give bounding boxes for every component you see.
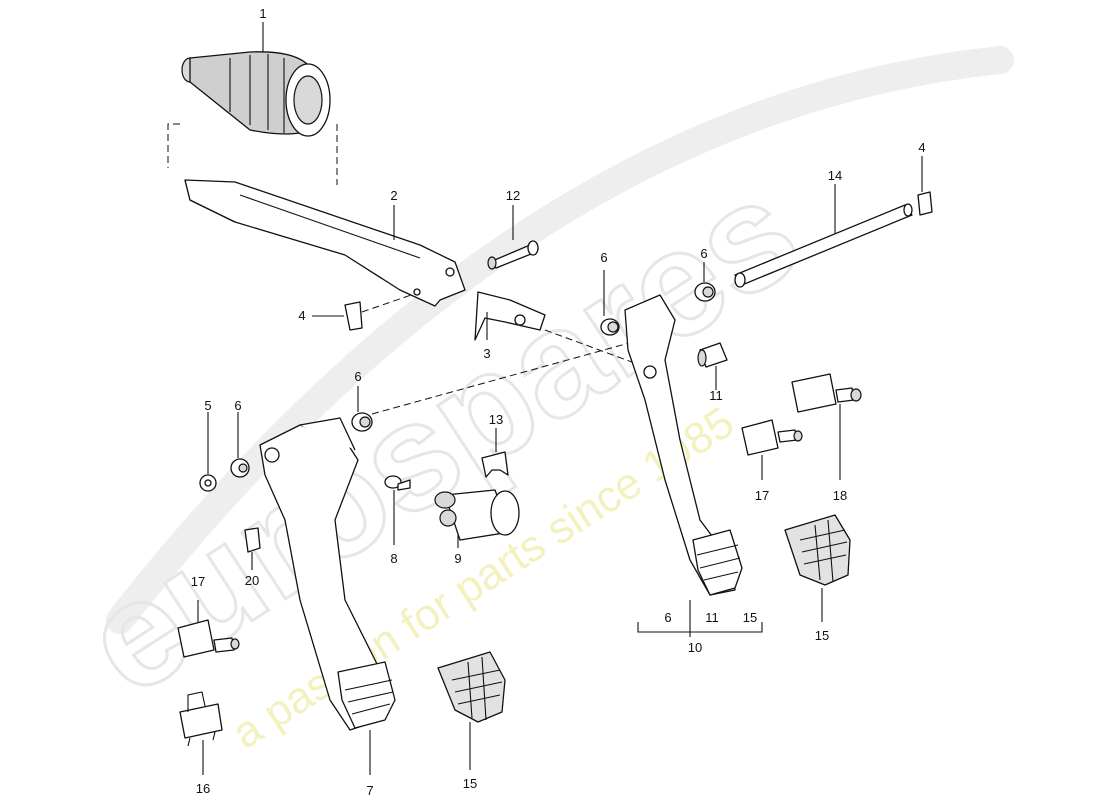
- watermark-swoosh: [106, 46, 1014, 634]
- callout-4b: 4: [918, 140, 925, 155]
- assembly-10-item-6: 6: [664, 610, 671, 625]
- callout-8: 8: [390, 551, 397, 566]
- callout-12: 12: [506, 188, 520, 203]
- part-6-bushing-b[interactable]: [694, 282, 716, 302]
- callout-6d: 6: [234, 398, 241, 413]
- part-13-clip[interactable]: [481, 451, 509, 478]
- callout-18: 18: [833, 488, 847, 503]
- callout-10: 10: [688, 640, 702, 655]
- part-6-bushing-c[interactable]: [351, 412, 373, 432]
- part-8-bolt[interactable]: [384, 475, 411, 491]
- callout-20: 20: [245, 573, 259, 588]
- callout-6c: 6: [354, 369, 361, 384]
- callout-2: 2: [390, 188, 397, 203]
- assembly-10-item-15: 15: [743, 610, 757, 625]
- callout-16: 16: [196, 781, 210, 796]
- dash-4a: [361, 293, 415, 313]
- callout-6b: 6: [700, 246, 707, 261]
- callout-15a: 15: [815, 628, 829, 643]
- callout-11: 11: [709, 388, 723, 403]
- callout-1: 1: [259, 6, 266, 21]
- part-3-bracket[interactable]: [474, 291, 546, 341]
- callout-4a: 4: [298, 308, 305, 323]
- part-15-pad-left[interactable]: [437, 651, 506, 723]
- callout-14: 14: [828, 168, 842, 183]
- dash-centerline: [371, 339, 641, 415]
- part-17-switch-left[interactable]: [177, 619, 240, 658]
- part-1-boot[interactable]: [181, 51, 331, 137]
- callout-9: 9: [454, 551, 461, 566]
- callout-6a: 6: [600, 250, 607, 265]
- assembly-10-bracket: 6 11 15 10: [637, 600, 763, 655]
- group-bracket-1: [167, 123, 338, 185]
- callout-15b: 15: [463, 776, 477, 791]
- callout-5: 5: [204, 398, 211, 413]
- part-4-clip-right[interactable]: [917, 191, 933, 216]
- callout-3: 3: [483, 346, 490, 361]
- part-17-switch-right[interactable]: [741, 419, 803, 456]
- assembly-10-item-11: 11: [705, 610, 719, 625]
- part-6-bushing-d[interactable]: [230, 458, 250, 478]
- part-18-switch[interactable]: [791, 373, 862, 413]
- part-16-microswitch[interactable]: [179, 691, 223, 747]
- part-4-clip-left[interactable]: [344, 301, 363, 331]
- callout-17b: 17: [755, 488, 769, 503]
- part-9-cylinder[interactable]: [434, 489, 520, 541]
- part-14-shaft[interactable]: [734, 203, 913, 288]
- dash-centerline-2: [544, 329, 641, 366]
- part-20-clip[interactable]: [244, 527, 261, 553]
- part-10-pedal[interactable]: [624, 294, 743, 596]
- part-11-sleeve[interactable]: [697, 342, 728, 368]
- part-7-pedal[interactable]: [259, 417, 396, 731]
- part-12-pin[interactable]: [487, 240, 539, 270]
- callout-7: 7: [366, 783, 373, 798]
- part-6-bushing-a[interactable]: [600, 318, 620, 336]
- part-2-bracket[interactable]: [184, 179, 466, 307]
- callout-13: 13: [489, 412, 503, 427]
- callout-17a: 17: [191, 574, 205, 589]
- part-15-pad-right[interactable]: [784, 514, 851, 586]
- part-5-washer[interactable]: [199, 474, 217, 492]
